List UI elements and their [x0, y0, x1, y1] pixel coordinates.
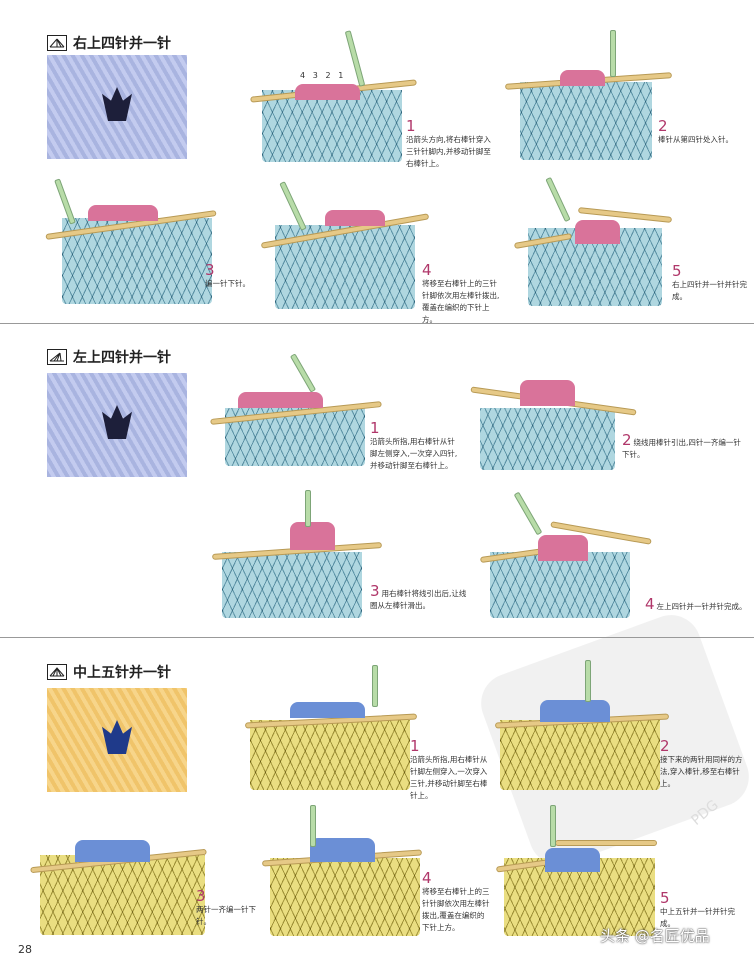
section-divider	[0, 323, 754, 324]
step-illustration	[270, 858, 420, 936]
stitch-photo	[47, 688, 187, 792]
stitch-photo	[47, 373, 187, 477]
stitch-photo	[47, 55, 187, 159]
stitch-loops	[88, 205, 158, 221]
page-number: 28	[18, 943, 32, 956]
yarn	[513, 491, 543, 536]
yarn	[545, 176, 571, 223]
stitch-loops	[575, 220, 620, 244]
stitch-loops	[310, 838, 375, 862]
step-illustration	[490, 552, 630, 618]
stitch-loops	[560, 70, 605, 86]
yarn	[610, 30, 616, 77]
knitting-needle	[555, 840, 657, 846]
stitch-loops	[295, 84, 360, 100]
yarn	[344, 30, 366, 87]
step-illustration	[250, 720, 410, 790]
section-title-text: 左上四针并一针	[73, 350, 171, 366]
yarn	[585, 660, 591, 702]
stitch-loops	[75, 840, 150, 862]
yarn	[372, 665, 378, 707]
yarn	[305, 490, 311, 527]
step-illustration	[480, 408, 615, 470]
section-title-3: 中上五针并一针	[47, 662, 171, 682]
stitch-loops	[290, 702, 365, 718]
section-title-text: 中上五针并一针	[73, 665, 171, 681]
watermark-text: 头条 @名匠优品	[600, 927, 710, 945]
stitch-loops	[520, 380, 575, 406]
step-illustration	[500, 720, 660, 790]
step-illustration	[520, 82, 652, 160]
step-illustration	[262, 90, 402, 162]
section-divider	[0, 637, 754, 638]
stitch-loops	[540, 700, 610, 722]
yarn	[310, 805, 316, 847]
section-title-2: 左上四针并一针	[47, 347, 171, 367]
section-title-text: 右上四针并一针	[73, 36, 171, 52]
step-illustration	[222, 552, 362, 618]
decrease-symbol-icon	[47, 664, 67, 680]
decrease-symbol-icon	[47, 349, 67, 365]
yarn	[289, 353, 317, 393]
stitch-loops	[545, 848, 600, 872]
stitch-loops	[238, 392, 323, 408]
section-title-1: 右上四针并一针	[47, 33, 171, 53]
stitch-loops	[325, 210, 385, 226]
decrease-symbol-icon	[47, 35, 67, 51]
arrow-labels: 4 3 2 1	[300, 71, 344, 80]
yarn	[550, 805, 556, 847]
stitch-loops	[290, 522, 335, 550]
yarn	[279, 181, 307, 231]
stitch-loops	[538, 535, 588, 561]
